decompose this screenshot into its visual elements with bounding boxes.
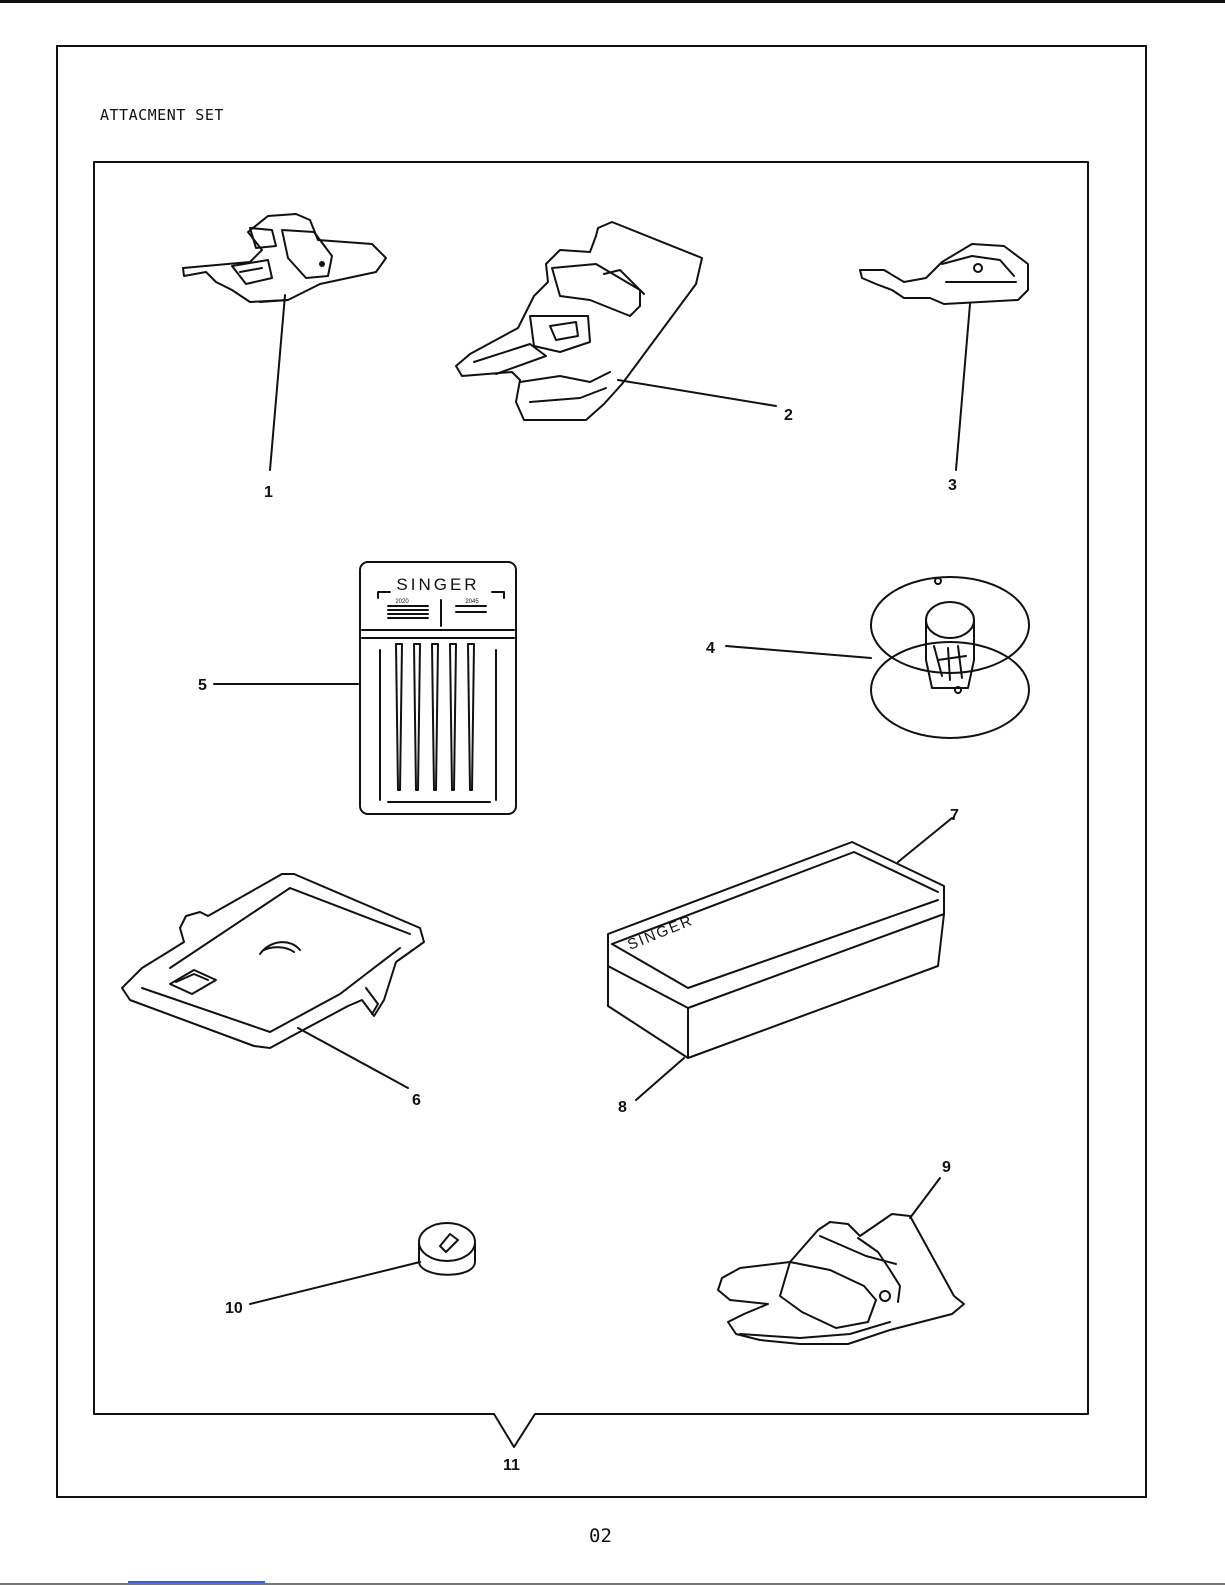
item-2-presser-foot (456, 222, 776, 420)
item-9-presser-foot (718, 1178, 964, 1344)
item-1-presser-foot (183, 214, 386, 470)
label-2: 2 (784, 407, 793, 424)
label-8: 8 (618, 1099, 627, 1116)
item-6-plate (122, 874, 424, 1088)
needle-pack-right-label: 2045 (465, 599, 479, 605)
label-5: 5 (198, 677, 207, 694)
needle-pack-left-label: 2020 (395, 599, 409, 605)
item-3-presser-foot (860, 244, 1028, 470)
inner-frame (94, 162, 1088, 1447)
label-1: 1 (264, 484, 273, 501)
label-9: 9 (942, 1159, 951, 1176)
item-7-8-box (608, 818, 952, 1100)
item-10-spool-cap (250, 1223, 475, 1304)
label-11: 11 (503, 1457, 520, 1474)
label-4: 4 (706, 640, 715, 657)
label-7: 7 (950, 807, 959, 824)
label-6: 6 (412, 1092, 421, 1109)
page-number: 02 (589, 1525, 612, 1547)
needle-pack-brand: SINGER (396, 575, 479, 594)
label-3: 3 (948, 477, 957, 494)
box-brand: SINGER (625, 912, 696, 954)
label-10: 10 (225, 1300, 243, 1317)
item-4-bobbin (726, 577, 1029, 738)
